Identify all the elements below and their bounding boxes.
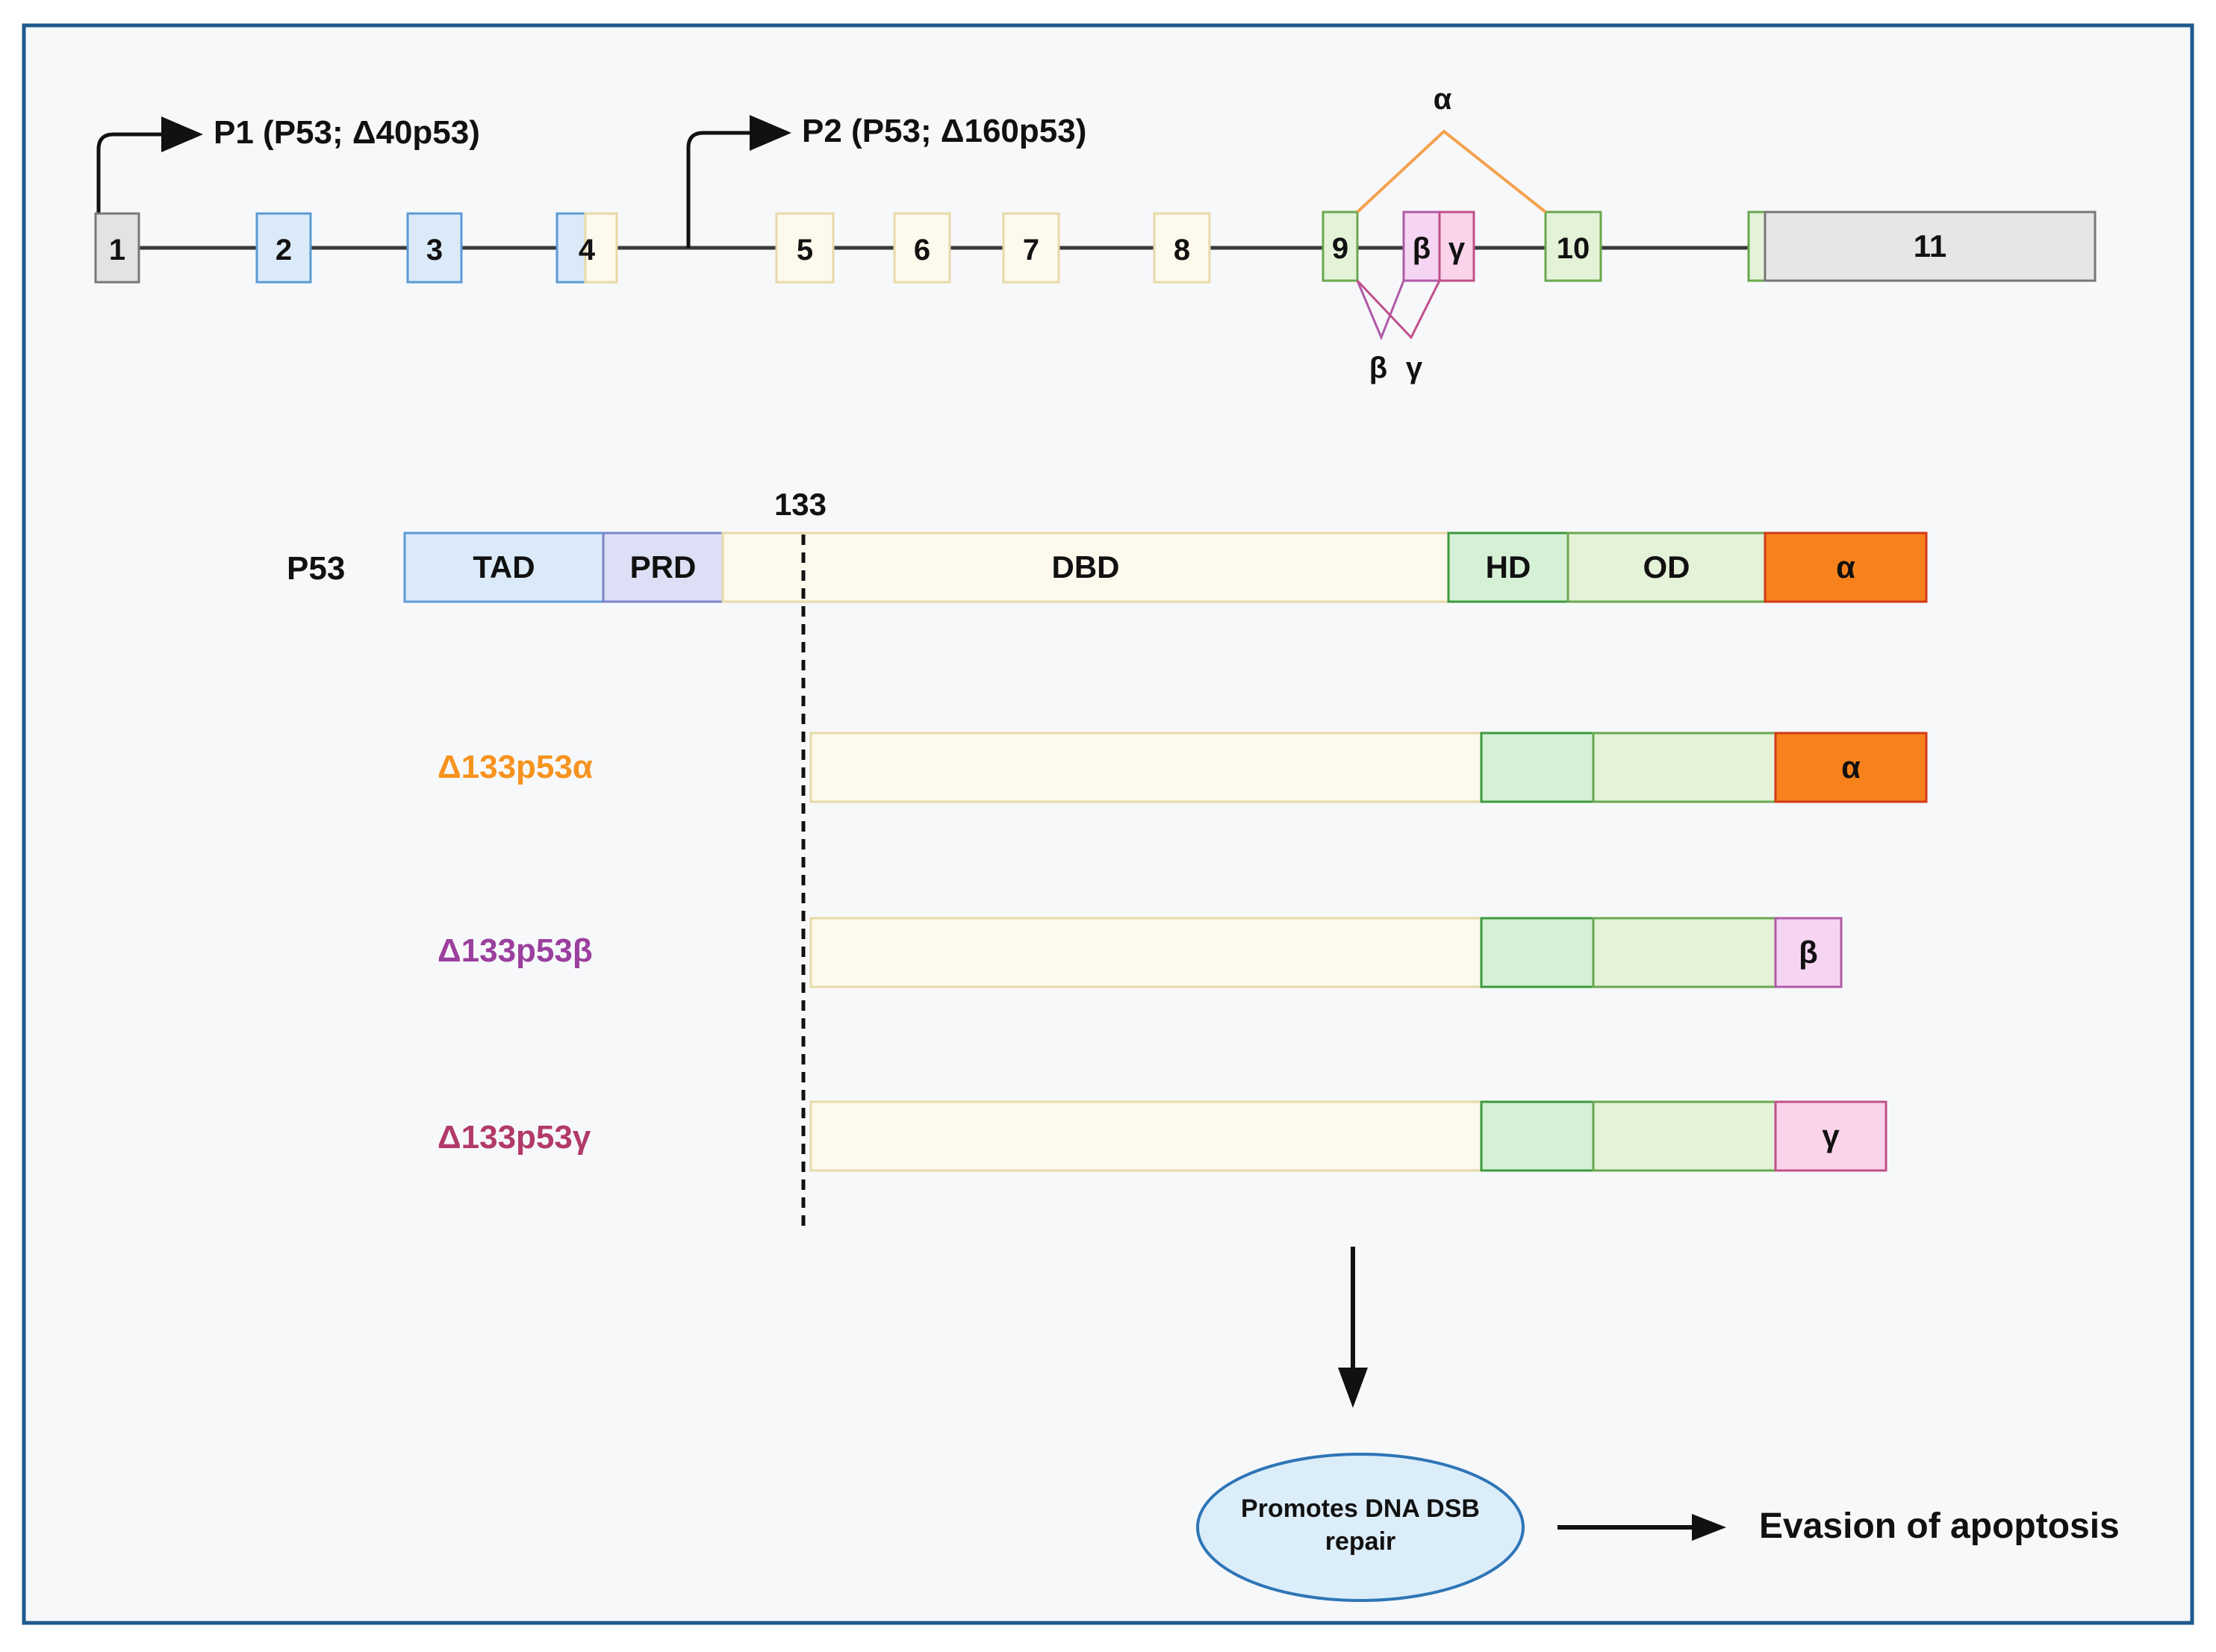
- exon-10: [1544, 211, 1602, 282]
- gamma-splice-line: [1356, 279, 1441, 340]
- promoter-p1-label: P1 (P53; Δ40p53): [214, 114, 480, 151]
- exon-3: [406, 212, 463, 284]
- gene-structure: P1 (P53; Δ40p53) P2 (P53; Δ160p53) 1 2 3…: [94, 83, 2097, 384]
- isoform-alpha-tail-label: α: [1841, 749, 1861, 785]
- isoform-alpha-hd: [1480, 732, 1595, 803]
- tad-label: TAD: [473, 549, 535, 585]
- exon-4-dbd: [584, 212, 618, 284]
- exon-5: [775, 212, 835, 284]
- isoform-alpha-od: [1592, 732, 1777, 803]
- hd-domain: [1447, 532, 1569, 603]
- down-arrow-icon: [1338, 1368, 1368, 1408]
- evasion-of-apoptosis-label: Evasion of apoptosis: [1759, 1506, 2120, 1546]
- figure-frame: [22, 23, 2194, 1625]
- alpha-domain: [1764, 532, 1928, 603]
- exon-7: [1002, 212, 1060, 284]
- isoform-beta-label: Δ133p53β: [438, 932, 593, 969]
- exon-2: [255, 212, 312, 284]
- alpha-domain-label: α: [1836, 549, 1855, 585]
- isoform-gamma-od: [1592, 1100, 1777, 1172]
- tad-domain: [403, 532, 605, 603]
- exon-9-label: 9: [1332, 232, 1348, 265]
- dna-repair-line1: Promotes DNA DSB: [1241, 1494, 1480, 1523]
- od-label: OD: [1643, 549, 1690, 585]
- exon-6-label: 6: [914, 234, 930, 266]
- exon-8-label: 8: [1174, 234, 1190, 266]
- isoform-gamma: Δ133p53γ γ: [438, 1100, 1887, 1172]
- exon-10-label: 10: [1557, 232, 1590, 265]
- alpha-splice-line: [1356, 129, 1547, 213]
- exon-9-beta-label: β: [1413, 232, 1431, 265]
- exon-2-label: 2: [276, 234, 292, 266]
- beta-splice-line: [1356, 280, 1405, 340]
- prd-label: PRD: [630, 549, 697, 585]
- exon-5-label: 5: [797, 234, 813, 266]
- isoform-alpha-tail: [1774, 732, 1928, 803]
- position-133-label: 133: [774, 487, 827, 522]
- isoform-beta-od: [1592, 917, 1777, 988]
- promoter-p2-label: P2 (P53; Δ160p53): [802, 113, 1086, 149]
- isoform-alpha: Δ133p53α α: [438, 732, 1928, 803]
- exon-4-label: 4: [579, 234, 596, 266]
- right-arrow-icon: [1692, 1514, 1726, 1541]
- isoform-gamma-tail-label: γ: [1822, 1118, 1840, 1153]
- isoform-alpha-label: Δ133p53α: [438, 749, 593, 785]
- p53-protein: P53 TAD PRD DBD HD OD α: [287, 532, 1928, 603]
- exon-11: [1764, 211, 2097, 282]
- exon-4-coding: [555, 212, 587, 284]
- exon-6: [893, 212, 951, 284]
- isoform-gamma-label: Δ133p53γ: [438, 1119, 591, 1156]
- dna-repair-ellipse: [1196, 1453, 1525, 1602]
- promoter-p2: P2 (P53; Δ160p53): [686, 113, 1086, 248]
- hd-label: HD: [1486, 549, 1531, 585]
- exon-8: [1153, 212, 1211, 284]
- isoform-beta-tail-label: β: [1799, 935, 1818, 970]
- exon-7-label: 7: [1023, 234, 1039, 266]
- isoform-beta-dbd: [809, 917, 1483, 988]
- exon-1-label: 1: [109, 234, 125, 266]
- od-domain: [1566, 532, 1767, 603]
- isoform-beta: Δ133p53β β: [438, 917, 1843, 988]
- alpha-splice-label: α: [1434, 83, 1452, 116]
- isoform-beta-hd: [1480, 917, 1595, 988]
- exon-11-label: 11: [1914, 228, 1946, 264]
- gamma-splice-label: γ: [1406, 352, 1423, 384]
- exon-9-gamma-label: γ: [1448, 232, 1466, 265]
- exon-3-label: 3: [426, 234, 443, 266]
- isoform-gamma-tail: [1774, 1100, 1887, 1172]
- exon-1: [94, 212, 140, 284]
- beta-splice-label: β: [1369, 352, 1387, 384]
- promoter-p1: P1 (P53; Δ40p53): [96, 114, 480, 215]
- dna-repair-line2: repair: [1325, 1527, 1396, 1556]
- exon-11-coding: [1747, 211, 1767, 282]
- outcome: Promotes DNA DSB repair Evasion of apopt…: [1196, 1247, 2120, 1602]
- p53-label: P53: [287, 550, 345, 587]
- exon-9: [1322, 211, 1359, 282]
- dbd-domain: [721, 532, 1450, 603]
- isoform-beta-tail: [1774, 917, 1843, 988]
- isoform-alpha-dbd: [809, 732, 1483, 803]
- isoform-gamma-hd: [1480, 1100, 1595, 1172]
- isoform-gamma-dbd: [809, 1100, 1483, 1172]
- exon-9-gamma: [1438, 211, 1475, 282]
- dbd-label: DBD: [1052, 549, 1120, 585]
